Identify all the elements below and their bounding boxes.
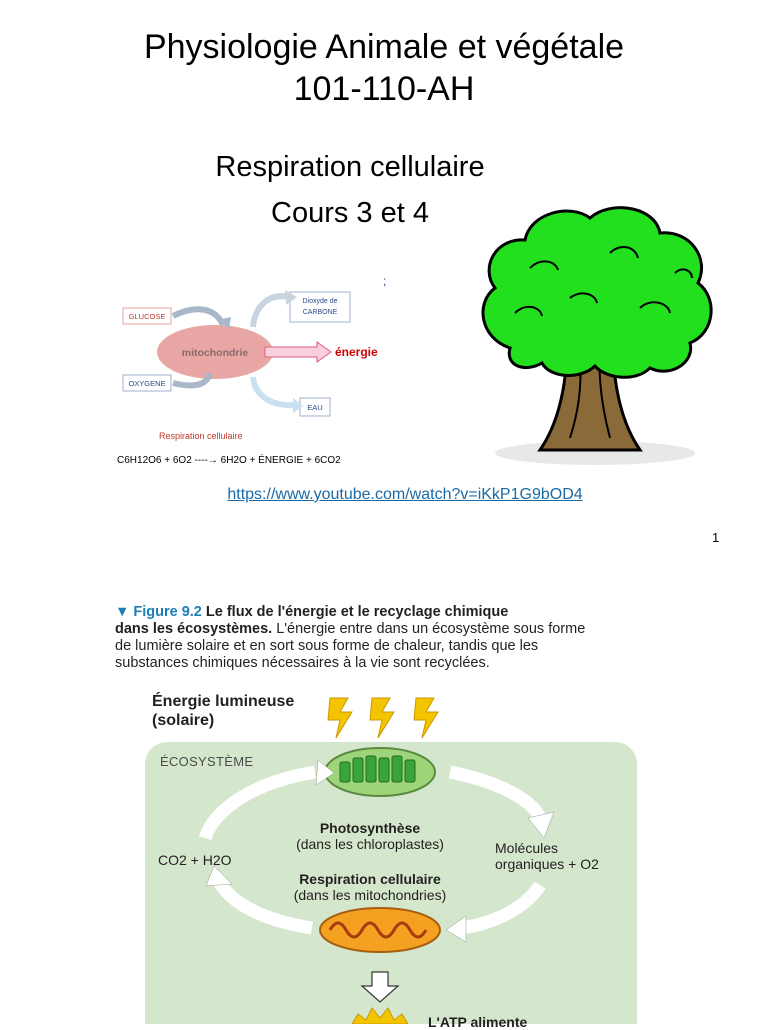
arrow-head [527, 811, 555, 839]
slide-title-line1: Physiologie Animale et végétale [143, 28, 625, 66]
oxygen-label: OXYGENE [128, 379, 165, 388]
ecosystem-panel [145, 742, 637, 1024]
thylakoid [391, 755, 403, 783]
co2-water-label: CO2 + H2O [158, 852, 232, 868]
glucose-arrow [171, 306, 226, 327]
slide-subtitle-line2: Cours 3 et 4 [271, 197, 429, 229]
organic-molecules-line2: organiques + O2 [495, 856, 599, 872]
lightning-icon [369, 697, 395, 739]
respiration-label: Respiration cellulaire (dans les mitocho… [265, 871, 475, 903]
thylakoid [378, 757, 390, 783]
light-energy-line1: Énergie lumineuse [152, 693, 295, 710]
lightning-icon [413, 697, 439, 739]
oxygen-arrow [172, 372, 212, 389]
thylakoid [404, 759, 416, 783]
down-arrow [360, 971, 400, 1003]
energy-arrow [264, 341, 332, 363]
organic-molecules-line1: Molécules [495, 840, 559, 856]
thylakoid [339, 761, 351, 783]
diagram-caption: Respiration cellulaire [159, 431, 243, 441]
light-energy-label: Énergie lumineuse (solaire) [152, 692, 294, 730]
energy-label: énergie [335, 345, 378, 359]
cycle-arrow-top-left [198, 765, 317, 841]
figure-title-b: dans les écosystèmes. [115, 621, 273, 637]
figure-text-c: substances chimiques nécessaires à la vi… [115, 655, 490, 671]
canopy-line-6 [674, 268, 693, 279]
respiration-diagram: GLUCOSE OXYGENE Dioxyde de CARBONE EAU m… [117, 274, 386, 466]
co2-arrow-head [285, 290, 297, 305]
figure-text-a: L'énergie entre dans un écosystème sous … [276, 621, 586, 637]
slide-title-line2: 101-110-AH [293, 70, 475, 108]
figure-caption: ▼ Figure 9.2 Le flux de l'énergie et le … [115, 604, 655, 672]
co2-box [289, 291, 351, 323]
glucose-arrow-head [218, 317, 231, 329]
respiration-equation: C6H12O6 + 6O2 ----→ 6H2O + ÉNERGIE + 6CO… [117, 453, 341, 466]
ecosystem-label: ÉCOSYSTÈME [160, 754, 254, 769]
water-arrow [250, 376, 298, 409]
mitochondrion-cristae [328, 921, 428, 939]
colon-mark: ; [383, 274, 386, 288]
light-energy-line2: (solaire) [152, 712, 215, 729]
youtube-link[interactable]: https://www.youtube.com/watch?v=iKkP1G9b… [227, 486, 583, 503]
respiration-sub: (dans les mitochondries) [293, 887, 447, 903]
lightning-icon [327, 697, 353, 739]
cycle-arrow-bottom-left [212, 876, 313, 935]
photosynthesis-sub: (dans les chloroplastes) [296, 836, 444, 852]
mitochondrion-icon [319, 907, 441, 953]
canopy-line-4 [639, 301, 671, 314]
co2-arrow [250, 293, 289, 328]
arrow-head [205, 865, 233, 887]
canopy-line-1 [529, 260, 559, 271]
page-number: 1 [712, 530, 720, 545]
organic-molecules-label: Molécules organiques + O2 [495, 840, 599, 872]
co2-label-line1: Dioxyde de [302, 298, 337, 305]
respiration-title: Respiration cellulaire [299, 871, 441, 887]
water-label: EAU [307, 403, 322, 412]
cycle-arrow-top-right [448, 765, 546, 822]
atp-burst-icon [351, 1007, 409, 1024]
mitochondria-ellipse [157, 325, 273, 379]
water-arrow-head [293, 398, 303, 413]
slide-subtitle-line1: Respiration cellulaire [215, 151, 485, 183]
thylakoid [365, 755, 377, 783]
oxygen-box [122, 374, 172, 392]
arrow-head [445, 915, 467, 943]
ecosystem-diagram [145, 697, 637, 1024]
figure-title-a: Le flux de l'énergie et le recyclage chi… [205, 604, 509, 620]
co2-label-line2: CARBONE [303, 309, 338, 316]
glucose-box [122, 307, 172, 325]
atp-label: L'ATP alimente [428, 1014, 528, 1030]
canopy-line-5 [569, 292, 598, 304]
figure-label: ▼ Figure 9.2 [115, 604, 202, 620]
cycle-arrow-bottom-right [460, 881, 546, 935]
photosynthesis-title: Photosynthèse [319, 820, 421, 836]
thylakoid [352, 757, 364, 783]
glucose-label: GLUCOSE [129, 312, 166, 321]
tree-illustration [481, 206, 713, 465]
canopy-line-2 [609, 246, 639, 259]
mitochondria-label: mitochondrie [182, 347, 249, 359]
tree-canopy [481, 206, 713, 379]
arrow-head [315, 759, 335, 786]
figure-text-b: de lumière solaire et en sort sous forme… [115, 638, 539, 654]
photosynthesis-label: Photosynthèse (dans les chloroplastes) [270, 820, 470, 852]
canopy-line-3 [514, 305, 543, 317]
